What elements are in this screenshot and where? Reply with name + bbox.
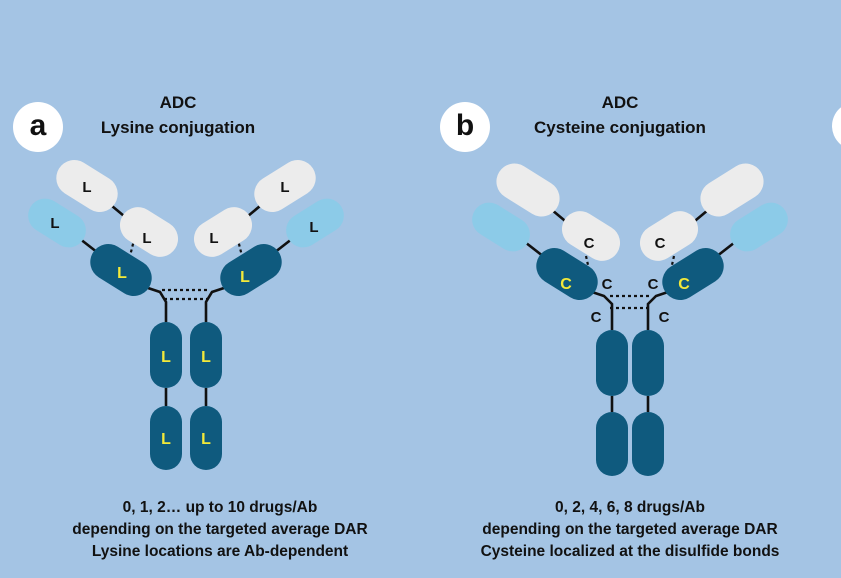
heavy-chain-pale-right	[286, 198, 344, 248]
title-line-1: ADC	[601, 93, 639, 112]
fc-domain-ch3-left	[150, 406, 182, 470]
title-line-2: Lysine conjugation	[100, 118, 256, 137]
light-chain-constant-right	[700, 163, 764, 217]
heavy-chain-dark-left	[536, 248, 598, 300]
panel-letter-badge: a	[13, 102, 63, 152]
cysteine-label: C	[591, 309, 602, 326]
fc-domain-ch2-left	[596, 330, 628, 396]
fc-domain-ch2-right	[190, 322, 222, 388]
heavy-chain-pale-left	[472, 202, 530, 252]
lysine-label: L	[161, 431, 171, 448]
lysine-label: L	[309, 219, 318, 236]
heavy-chain-dark-right	[220, 244, 282, 296]
light-chain-variable-right	[639, 211, 699, 261]
cysteine-label: C	[560, 276, 572, 293]
chain-connectors	[65, 195, 307, 406]
panel-caption: 0, 1, 2… up to 10 drugs/Ab depending on …	[10, 497, 430, 563]
cysteine-label: C	[659, 309, 670, 326]
lysine-label: L	[201, 431, 211, 448]
panel-cysteine: b ADC Cysteine conjugation C C	[420, 0, 841, 578]
heavy-chain-dark-left	[90, 244, 152, 296]
lysine-label: L	[82, 179, 91, 196]
lysine-label: L	[209, 230, 218, 247]
panel-lysine: a ADC Lysine conjugation L L	[0, 0, 420, 578]
lysine-label: L	[201, 349, 211, 366]
disulfide-bonds	[128, 231, 244, 301]
next-panel-badge	[832, 102, 841, 150]
lysine-label: L	[240, 269, 250, 286]
light-chain-constant-left	[56, 160, 118, 212]
light-chain-variable-left	[561, 211, 621, 261]
cysteine-label: C	[678, 276, 690, 293]
panel-caption: 0, 2, 4, 6, 8 drugs/Ab depending on the …	[420, 497, 840, 563]
fc-domain-ch2-right	[632, 330, 664, 396]
lysine-label: L	[142, 230, 151, 247]
disulfide-bonds	[584, 255, 676, 310]
heavy-chain-dark-right	[662, 248, 724, 300]
caption-line: depending on the targeted average DAR	[72, 521, 368, 538]
cysteine-label: C	[584, 235, 595, 252]
chain-connectors	[511, 199, 749, 412]
panel-title: ADC Lysine conjugation	[28, 90, 328, 140]
caption-line: 0, 1, 2… up to 10 drugs/Ab	[122, 499, 318, 516]
lysine-label: L	[161, 349, 171, 366]
caption-line: Lysine locations are Ab-dependent	[91, 543, 349, 560]
lysine-label: L	[117, 265, 127, 282]
title-line-1: ADC	[159, 93, 197, 112]
light-chain-variable-right	[193, 207, 253, 257]
fc-domain-ch3-left	[596, 412, 628, 476]
title-line-2: Cysteine conjugation	[534, 118, 706, 137]
heavy-chain-pale-right	[730, 202, 788, 252]
cysteine-label: C	[655, 235, 666, 252]
caption-line: 0, 2, 4, 6, 8 drugs/Ab	[555, 499, 705, 516]
panel-letter-badge: b	[440, 102, 490, 152]
lysine-label: L	[50, 215, 59, 232]
cysteine-label: C	[602, 276, 613, 293]
caption-line: Cysteine localized at the disulfide bond…	[480, 543, 780, 560]
fc-domain-ch3-right	[190, 406, 222, 470]
caption-line: depending on the targeted average DAR	[482, 521, 778, 538]
light-chain-variable-left	[119, 207, 179, 257]
cysteine-label: C	[648, 276, 659, 293]
light-chain-constant-left	[496, 163, 560, 217]
antibody-lysine-diagram: L L L L L L L L L L L L	[28, 160, 344, 470]
fc-domain-ch3-right	[632, 412, 664, 476]
heavy-chain-pale-left	[28, 198, 86, 248]
light-chain-constant-right	[254, 160, 316, 212]
panel-title: ADC Cysteine conjugation	[470, 90, 770, 140]
antibody-cysteine-diagram: C C C C C C C C	[472, 163, 788, 476]
lysine-label: L	[280, 179, 289, 196]
fc-domain-ch2-left	[150, 322, 182, 388]
